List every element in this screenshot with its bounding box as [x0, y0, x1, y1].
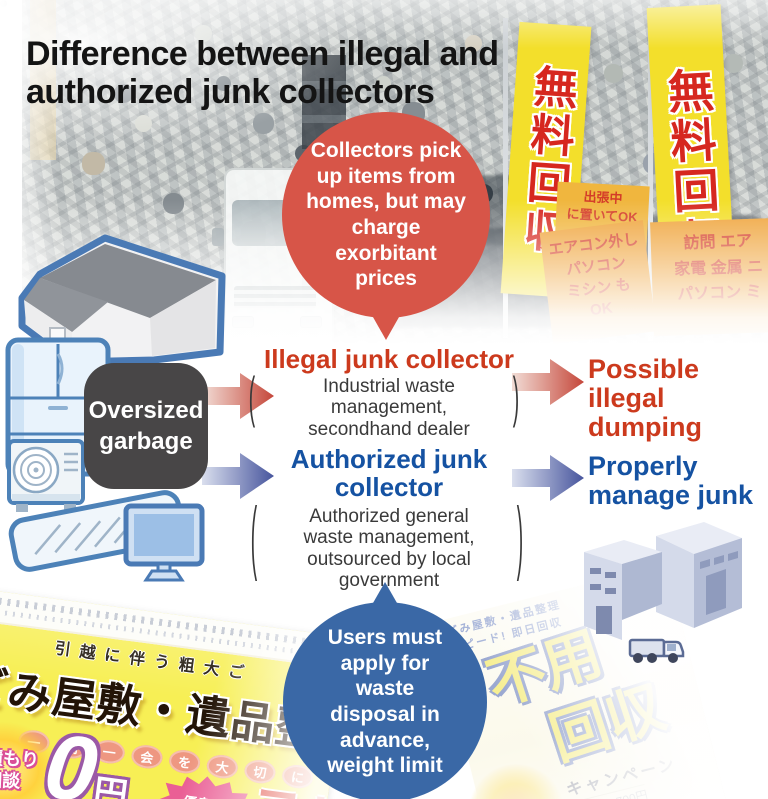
visit-collection-sign: 訪問 エア 家電 金属 ニ パソコン ミ: [650, 217, 768, 337]
page-title: Difference between illegal and authorize…: [26, 34, 499, 112]
flyer-orange-burst: [458, 753, 575, 799]
arrow-red-left-icon: [202, 373, 274, 419]
illegal-collector-detail: Industrial waste management, secondhand …: [308, 376, 470, 440]
truck-icon: [628, 638, 685, 663]
tv-icon: [123, 503, 205, 582]
arrow-red-right-icon: [512, 359, 584, 405]
parenthesis-left: (: [250, 492, 258, 585]
arrow-blue-right-icon: [512, 455, 584, 501]
callout-authorized-procedure: Users must apply for waste disposal in a…: [283, 602, 487, 799]
illegal-outcome-text: Possible illegal dumping: [588, 354, 702, 443]
truck-headlight: [300, 316, 322, 328]
oversized-garbage-label: Oversized garbage: [84, 363, 208, 489]
junk-debris-speckles: [0, 0, 7, 7]
arrow-blue-left-icon: [202, 453, 274, 499]
ac-outdoor-unit-icon: [7, 439, 85, 512]
facility-building-icon: [584, 522, 742, 663]
motto-char: 会: [130, 743, 164, 771]
parenthesis-right: ): [512, 367, 520, 430]
authorized-outcome-text: Properly manage junk: [588, 451, 754, 511]
callout-illegal-pricing: Collectors pick up items from homes, but…: [282, 112, 490, 318]
motto-char: を: [167, 748, 202, 776]
illegal-collector-heading: Illegal junk collector: [264, 344, 514, 374]
parenthesis-right: ): [516, 492, 524, 585]
motto-char: 大: [205, 753, 240, 781]
authorized-collector-heading: Authorized junk collector: [290, 444, 488, 502]
truck-grill: [234, 286, 316, 308]
callout-tail-down: [369, 310, 403, 340]
flyer-zero-yen-price: 0円: [38, 714, 130, 799]
parenthesis-left: (: [248, 367, 256, 430]
authorized-collector-detail: Authorized general waste management, out…: [303, 506, 475, 591]
accepted-items-sign: エアコン外し パソコン ミシン も OK: [539, 220, 657, 344]
